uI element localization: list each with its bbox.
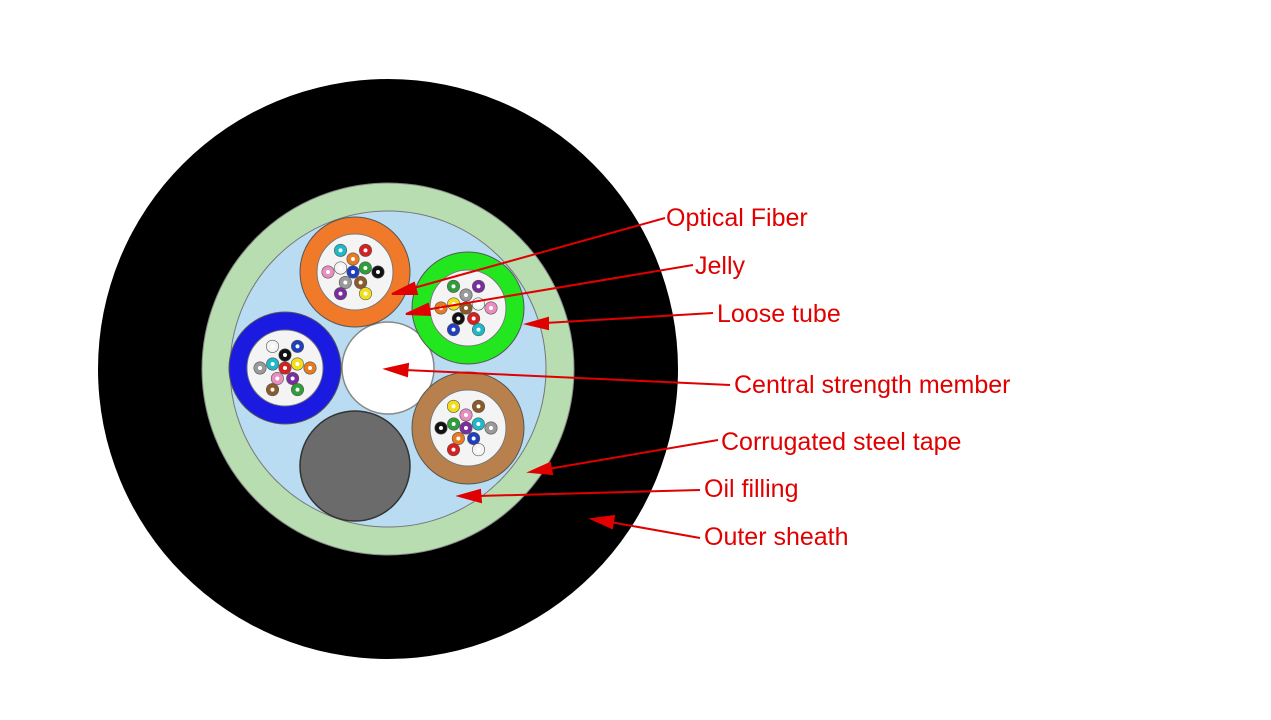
fiber-core — [476, 447, 481, 452]
fiber-core — [476, 327, 481, 332]
fiber-core — [451, 404, 456, 409]
fiber-core — [270, 361, 275, 366]
leader-corrugated-steel-tape — [526, 439, 719, 476]
leader-optical-fiber — [391, 217, 666, 295]
fiber-core — [451, 447, 456, 452]
fiber-core — [283, 366, 287, 370]
leader-loose-tube — [523, 312, 714, 331]
leader-outer-sheath — [588, 514, 701, 539]
fiber-core — [295, 344, 300, 349]
fiber-bundle — [434, 279, 498, 337]
fiber-core — [358, 280, 363, 285]
leader-oil-filling — [455, 488, 701, 504]
fiber-core — [275, 376, 280, 381]
fiber-core — [464, 426, 468, 430]
fiber-core — [338, 291, 343, 296]
fiber-core — [476, 421, 481, 426]
label-optical-fiber: Optical Fiber — [666, 204, 808, 232]
fiber-core — [338, 248, 343, 253]
fiber-core — [295, 387, 300, 392]
fiber-core — [456, 316, 461, 321]
fiber-core — [326, 270, 330, 274]
fiber-core — [376, 270, 380, 274]
leader-central-strength-member — [382, 362, 731, 386]
fiber-core — [456, 436, 461, 441]
fiber-core — [363, 248, 368, 253]
fiber-bundle — [434, 399, 498, 457]
label-jelly: Jelly — [695, 252, 746, 280]
fiber-core — [270, 387, 275, 392]
fiber-core — [343, 280, 348, 285]
fiber-core — [471, 436, 476, 441]
fiber-core — [489, 426, 493, 430]
fiber-core — [471, 316, 476, 321]
fiber-core — [464, 293, 468, 297]
fiber-core — [489, 306, 493, 310]
label-central-strength-member: Central strength member — [734, 371, 1011, 399]
fiber-core — [290, 376, 295, 381]
leader-jelly — [405, 264, 694, 317]
label-outer-sheath: Outer sheath — [704, 523, 849, 551]
fiber-core — [464, 306, 468, 310]
fiber-core — [363, 291, 368, 296]
label-corrugated-steel-tape: Corrugated steel tape — [721, 428, 961, 456]
fiber-core — [451, 421, 456, 426]
fiber-core — [464, 413, 468, 417]
fiber-core — [476, 404, 481, 409]
fiber-core — [270, 344, 275, 349]
fiber-core — [451, 327, 456, 332]
loose-tube-blue — [228, 311, 342, 425]
fiber-core — [351, 270, 355, 274]
fiber-core — [295, 361, 300, 366]
fiber-core — [451, 284, 456, 289]
fiber-core — [351, 257, 355, 261]
filler-rod — [299, 410, 411, 522]
fiber-core — [258, 366, 262, 370]
fiber-core — [439, 426, 443, 430]
label-oil-filling: Oil filling — [704, 475, 798, 503]
fiber-bundle — [321, 243, 385, 301]
fiber-core — [338, 265, 343, 270]
fiber-bundle — [253, 339, 317, 397]
fiber-core — [476, 301, 481, 306]
fiber-core — [363, 265, 368, 270]
fiber-core — [283, 353, 287, 357]
fiber-core — [308, 366, 312, 370]
fiber-core — [476, 284, 481, 289]
leader-lines — [382, 217, 731, 539]
label-loose-tube: Loose tube — [717, 300, 841, 328]
loose-tube-brown — [411, 371, 525, 485]
loose-tube-orange — [299, 216, 411, 328]
